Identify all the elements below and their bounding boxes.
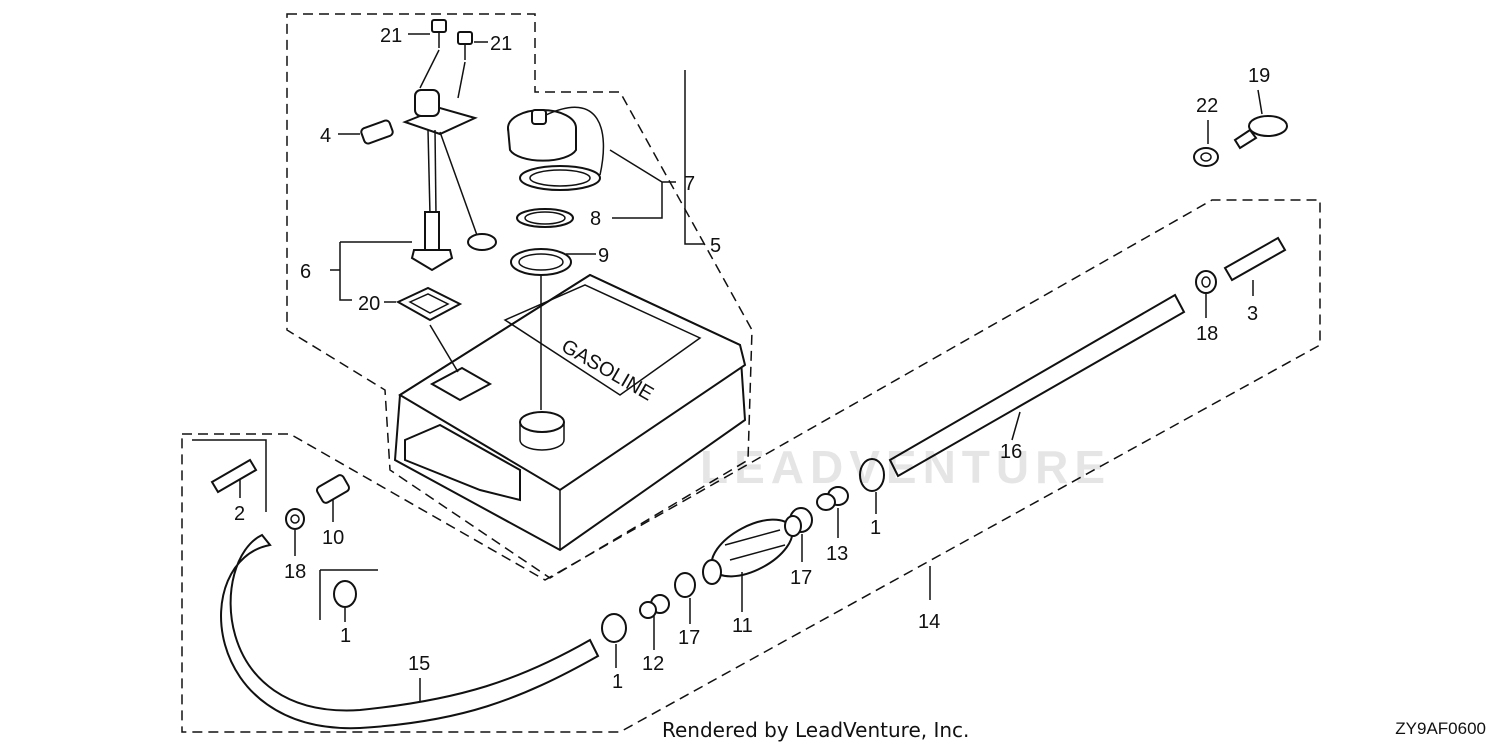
- callout-19: 19: [1248, 65, 1270, 87]
- callout-17b: 17: [678, 627, 700, 649]
- callout-14: 14: [918, 611, 940, 633]
- watermark: LEADVENTURE: [700, 441, 1112, 493]
- joint-4: [360, 119, 394, 145]
- tank-cap-7: [507, 106, 605, 191]
- hose-16: [888, 293, 1186, 478]
- joint-13: [816, 486, 849, 511]
- ring-9: [510, 248, 572, 276]
- callout-11: 11: [732, 615, 753, 637]
- callout-5: 5: [710, 235, 721, 257]
- bolt-21b: [457, 31, 473, 60]
- callout-1c: 1: [870, 517, 881, 539]
- callout-8: 8: [590, 208, 601, 230]
- callout-16: 16: [1000, 441, 1022, 463]
- callout-22: 22: [1196, 95, 1218, 117]
- nut-22: [1193, 147, 1219, 167]
- connector-3: [1223, 236, 1287, 282]
- callout-9: 9: [598, 245, 609, 267]
- bracket-1: [319, 569, 378, 620]
- fuel-tank: GASOLINE: [393, 273, 747, 552]
- callout-2: 2: [234, 503, 245, 525]
- callout-1b: 1: [612, 671, 623, 693]
- joint-2: [210, 458, 258, 494]
- leader-lines: [239, 33, 1263, 702]
- callout-3: 3: [1247, 303, 1258, 325]
- clamp-1a: [333, 580, 357, 608]
- nut-18a: [1195, 270, 1217, 294]
- gasket-8: [516, 208, 574, 228]
- diagram-code: ZY9AF0600: [1395, 719, 1486, 738]
- group-boundary-hose: [181, 199, 1321, 733]
- callout-10: 10: [322, 527, 344, 549]
- primer-bulb-11: [702, 515, 802, 585]
- gasket-20: [395, 286, 463, 322]
- callout-15: 15: [408, 653, 430, 675]
- nut-18b: [285, 508, 305, 530]
- clamp-1b: [601, 613, 627, 643]
- bolt-21a: [431, 19, 447, 48]
- clamp-1c: [859, 458, 885, 492]
- callout-18a: 18: [1196, 323, 1218, 345]
- clip-19: [1233, 115, 1288, 150]
- callout-21b: 21: [490, 33, 512, 55]
- credit-text: Rendered by LeadVenture, Inc.: [662, 718, 970, 742]
- ring-17b: [674, 572, 696, 598]
- callout-13: 13: [826, 543, 848, 565]
- callout-12: 12: [642, 653, 664, 675]
- hose-15: [220, 533, 600, 730]
- joint-10: [315, 474, 351, 504]
- fuel-gauge-assembly: [402, 89, 497, 272]
- callout-18b: 18: [284, 561, 306, 583]
- callout-21a: 21: [380, 25, 402, 47]
- callout-1a: 1: [340, 625, 351, 647]
- callout-6: 6: [300, 261, 311, 283]
- callout-7: 7: [684, 173, 695, 195]
- callout-4: 4: [320, 125, 331, 147]
- bracket-2: [192, 439, 267, 512]
- callout-20: 20: [358, 293, 380, 315]
- joint-12: [639, 594, 670, 619]
- callout-17a: 17: [790, 567, 812, 589]
